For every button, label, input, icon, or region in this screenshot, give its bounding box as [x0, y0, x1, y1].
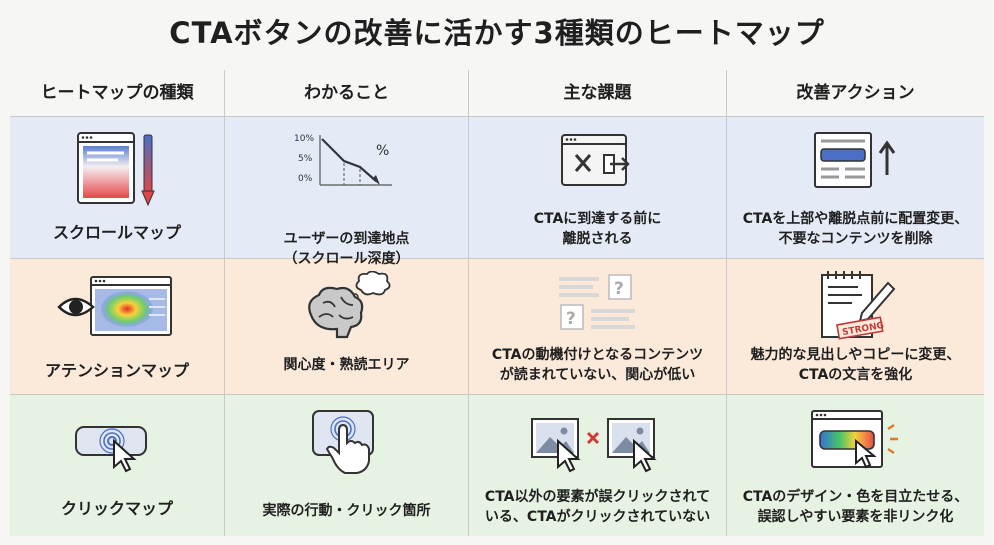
percent-unit: % [376, 143, 389, 159]
header-insight: わかること [304, 83, 389, 103]
cell-attention-map-insight: 関心度・熟読エリア [225, 259, 468, 394]
action-text-scroll-map: CTAを上部や離脱点前に配置変更、 不要なコンテンツを削除 [742, 211, 969, 247]
insight-text-scroll-map: ユーザーの到達地点 （スクロール深度） [225, 209, 468, 289]
column-divider [468, 70, 469, 536]
tick-label-10: 10% [294, 134, 314, 144]
tick-label-0: 0% [298, 174, 313, 184]
move-cta-up-icon [813, 132, 895, 188]
svg-text:?: ? [566, 309, 576, 329]
tick-label-5: 5% [298, 154, 313, 164]
rewrite-copy-icon: STRONG [820, 271, 895, 340]
issue-text-attention-map: CTAの動機付けとなるコンテンツ が読まれていない、関心が低い [491, 347, 704, 383]
svg-text:?: ? [614, 279, 624, 299]
cell-attention-map-action: STRONG 魅力的な見出しやコピーに変更、 CTAの文言を強化 [727, 259, 984, 394]
heatmap-table: ヒートマップの種類 わかること 主な課題 改善アクション スクロールマップ [10, 70, 984, 536]
action-text-attention-map: 魅力的な見出しやコピーに変更、 CTAの文言を強化 [750, 347, 961, 383]
cell-scroll-map-action: CTAを上部や離脱点前に配置変更、 不要なコンテンツを削除 [727, 117, 984, 258]
type-label-scroll-map: スクロールマップ [52, 223, 181, 242]
header-issue: 主な課題 [563, 83, 632, 103]
header-action: 改善アクション [796, 83, 915, 103]
cell-click-map-type: クリックマップ [10, 395, 224, 536]
cell-scroll-map-type: スクロールマップ [10, 117, 224, 258]
row-divider [10, 394, 984, 395]
highlight-cta-icon [810, 410, 898, 469]
attention-map-icon [57, 276, 172, 336]
exit-page-icon [560, 134, 630, 186]
cell-attention-map-issue: ? ? CTAの動機付けとなるコンテンツ が読まれていない、関心が低い [469, 259, 726, 394]
page-title: CTAボタンの改善に活かす3種類のヒートマップ [169, 16, 825, 50]
cell-click-map-insight: 実際の行動・クリック箇所 [225, 395, 468, 536]
type-label-click-map: クリックマップ [60, 499, 173, 518]
issue-text-scroll-map: CTAに到達する前に 離脱される [533, 211, 662, 247]
column-divider [726, 70, 727, 536]
click-map-icon [75, 426, 147, 473]
misclick-icon [530, 418, 657, 473]
column-divider [224, 70, 225, 536]
brain-thinking-icon [307, 271, 390, 339]
row-divider [10, 258, 984, 259]
insight-line: ユーザーの到達地点 （スクロール深度） [283, 231, 410, 267]
cell-attention-map-type: アテンションマップ [10, 259, 224, 394]
tap-gesture-icon [311, 410, 374, 474]
unread-content-icon: ? ? [558, 274, 635, 330]
type-label-attention-map: アテンションマップ [44, 361, 189, 380]
cell-scroll-map-insight: 10% 5% 0% % ユーザーの到達地点 （スクロール深度） [225, 117, 468, 267]
cell-click-map-issue: CTA以外の要素が誤クリックされて いる、CTAがクリックされていない [469, 395, 726, 536]
header-divider [10, 116, 984, 117]
scroll-depth-chart-icon: 10% 5% 0% % [294, 134, 392, 186]
issue-text-click-map: CTA以外の要素が誤クリックされて いる、CTAがクリックされていない [484, 489, 711, 525]
insight-text-click-map: 実際の行動・クリック箇所 [262, 503, 431, 519]
scroll-map-icon [77, 132, 155, 207]
cell-click-map-action: CTAのデザイン・色を目立たせる、 誤認しやすい要素を非リンク化 [727, 395, 984, 536]
cell-scroll-map-issue: CTAに到達する前に 離脱される [469, 117, 726, 258]
action-text-click-map: CTAのデザイン・色を目立たせる、 誤認しやすい要素を非リンク化 [742, 489, 969, 525]
insight-text-attention-map: 関心度・熟読エリア [283, 357, 410, 373]
header-type: ヒートマップの種類 [40, 83, 194, 103]
